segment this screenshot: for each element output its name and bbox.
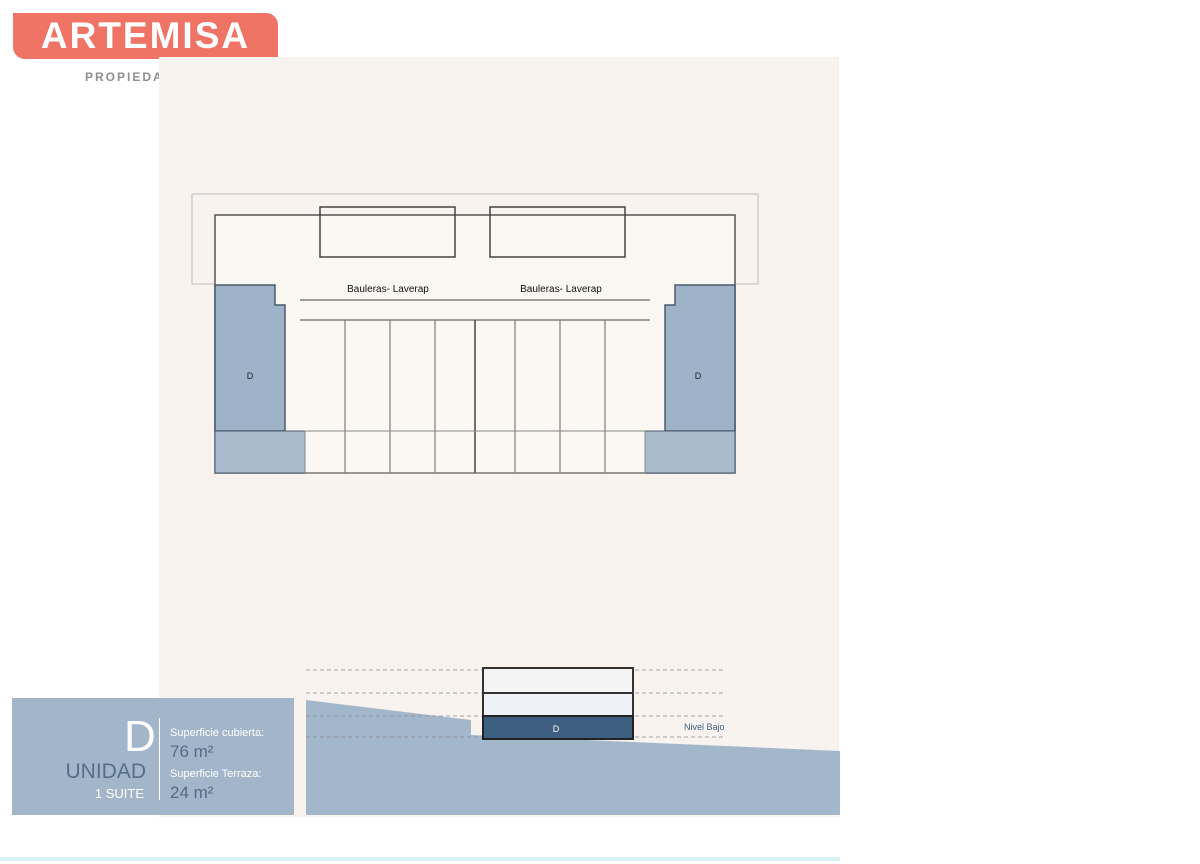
unit-letter: D	[124, 712, 156, 761]
unit-d-left	[214, 284, 286, 432]
section-unit-label: D	[553, 724, 560, 734]
floor-plan: Bauleras- Laverap Bauleras- Laverap D D	[191, 193, 759, 474]
terrain	[306, 700, 840, 815]
terrace-right	[644, 430, 736, 474]
terrace-area-value: 24 m²	[170, 783, 214, 802]
unit-label-left: D	[247, 371, 254, 381]
covered-area-label: Superficie cubierta:	[170, 727, 265, 739]
terrace-area-label: Superficie Terraza:	[170, 768, 262, 780]
unit-d-right	[664, 284, 736, 432]
terrace-left	[214, 430, 306, 474]
unit-label-right: D	[695, 371, 702, 381]
storage-block-right	[489, 206, 626, 258]
brand-name: ARTEMISA	[40, 15, 251, 56]
storage-label-right: Bauleras- Laverap	[520, 284, 602, 295]
storage-block-left	[319, 206, 456, 258]
unit-title: UNIDAD	[65, 760, 146, 783]
bottom-rule	[0, 857, 840, 861]
divider	[159, 718, 160, 800]
covered-area-value: 76 m²	[170, 742, 214, 761]
unit-suites: 1 SUITE	[94, 786, 144, 801]
building-section: D Nivel Bajo	[306, 667, 840, 815]
brand-logo: ARTEMISA	[13, 13, 278, 59]
unit-d-section	[482, 715, 634, 740]
storage-label-left: Bauleras- Laverap	[347, 284, 429, 295]
level-label: Nivel Bajo	[684, 722, 725, 732]
unit-info-box: D UNIDAD 1 SUITE Superficie cubierta: 76…	[12, 698, 294, 815]
